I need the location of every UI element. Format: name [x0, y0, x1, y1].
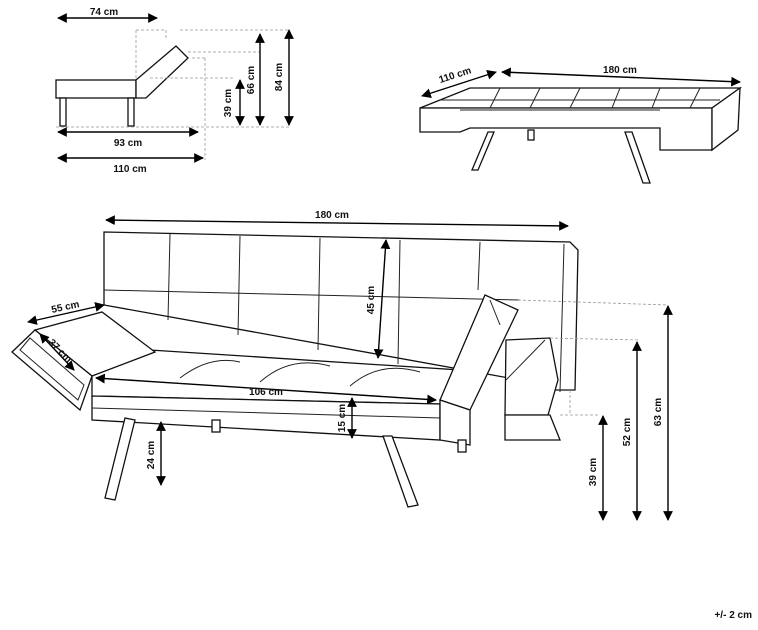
label-bed-depth: 110 cm: [438, 65, 473, 86]
label-side-armrest-height: 66 cm: [246, 66, 257, 94]
label-seat-thickness: 15 cm: [337, 404, 348, 432]
label-seat-width: 106 cm: [249, 387, 283, 398]
label-side-total-depth: 110 cm: [113, 164, 146, 175]
label-right-total-height: 63 cm: [653, 398, 664, 426]
tolerance-note: +/- 2 cm: [714, 610, 752, 621]
side-leg-back: [127, 97, 135, 127]
bed-side: [711, 86, 741, 152]
side-leg-front: [59, 97, 67, 127]
bed-view: [419, 86, 743, 184]
side-view: [55, 29, 290, 160]
front-backrest: [103, 231, 579, 391]
label-side-top-width: 74 cm: [90, 7, 118, 18]
label-side-total-height: 84 cm: [274, 63, 285, 91]
label-front-width: 180 cm: [315, 210, 349, 221]
label-right-arm-height: 52 cm: [622, 418, 633, 446]
leg-right-front: [382, 435, 419, 508]
leg-left-front: [104, 417, 136, 501]
label-back-height: 45 cm: [366, 286, 377, 314]
side-seat: [55, 79, 137, 99]
label-leg-height: 24 cm: [146, 441, 157, 469]
label-side-seat-height: 39 cm: [223, 89, 234, 117]
side-backrest: [135, 45, 189, 99]
label-right-seat-height: 39 cm: [588, 458, 599, 486]
front-seat-face: [91, 395, 441, 441]
label-side-seat-depth: 93 cm: [114, 138, 142, 149]
right-side-panel: [504, 337, 559, 416]
bed-front: [419, 107, 713, 151]
label-bed-width: 180 cm: [603, 65, 637, 76]
front-view: [11, 231, 669, 508]
